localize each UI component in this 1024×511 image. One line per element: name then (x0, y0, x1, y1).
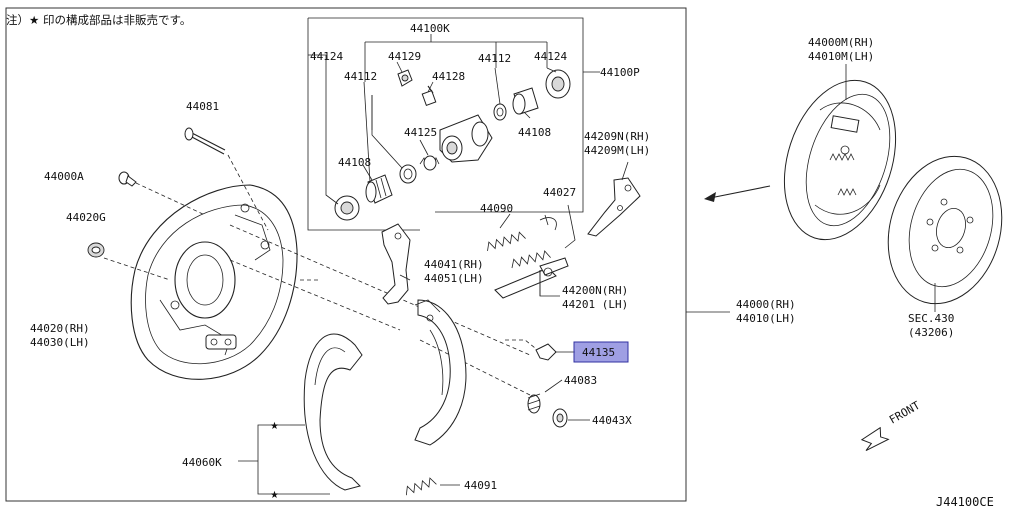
label-44108-right[interactable]: 44108 (518, 126, 551, 139)
cup-44112-left[interactable] (399, 164, 417, 184)
label-44010-lh[interactable]: 44010(LH) (736, 312, 796, 325)
brake-shoe-rear[interactable] (414, 299, 467, 446)
lever-44209N[interactable] (587, 177, 641, 237)
assembly-frame (5, 7, 687, 502)
non-sale-note: 注）★ 印の構成部品は非販売です。 (6, 13, 191, 27)
label-44200N-rh[interactable]: 44200N(RH) (562, 284, 628, 297)
label-44129[interactable]: 44129 (388, 50, 421, 63)
label-44000-rh[interactable]: 44000(RH) (736, 298, 796, 311)
bolt-44000A[interactable] (118, 171, 137, 187)
label-44091[interactable]: 44091 (464, 479, 497, 492)
front-label: FRONT (887, 399, 923, 427)
boot-44124-left[interactable] (334, 195, 360, 221)
strut-lever-44041[interactable] (381, 223, 411, 305)
label-44043X[interactable]: 44043X (592, 414, 632, 427)
label-44010M-lh[interactable]: 44010M(LH) (808, 50, 874, 63)
label-44027[interactable]: 44027 (543, 186, 576, 199)
label-44020-rh[interactable]: 44020(RH) (30, 322, 90, 335)
label-44000A[interactable]: 44000A (44, 170, 84, 183)
assembly-arrow-head (704, 192, 716, 202)
label-44090[interactable]: 44090 (480, 202, 513, 215)
spring-44083[interactable] (527, 393, 541, 414)
star-marker-bottom: ★ (270, 490, 279, 501)
spring-44091[interactable] (404, 477, 437, 496)
label-44209N-rh[interactable]: 44209N(RH) (584, 130, 650, 143)
plug-44020G[interactable] (87, 242, 105, 258)
label-44030-lh[interactable]: 44030(LH) (30, 336, 90, 349)
label-44000M-rh[interactable]: 44000M(RH) (808, 36, 874, 49)
label-44081[interactable]: 44081 (186, 100, 219, 113)
label-44124-left[interactable]: 44124 (310, 50, 343, 63)
adjuster-44200N[interactable] (494, 257, 569, 299)
piston-44108-right[interactable] (512, 87, 539, 115)
label-sec430[interactable]: SEC.430 (908, 312, 954, 325)
label-44083[interactable]: 44083 (564, 374, 597, 387)
piston-44108-left[interactable] (365, 174, 393, 204)
diagram-id: J44100CE (936, 495, 994, 509)
label-44135[interactable]: 44135 (582, 346, 615, 359)
front-arrow-icon (860, 426, 890, 452)
brake-assembly-44000M[interactable] (765, 66, 915, 254)
bolt-44081[interactable] (184, 127, 226, 155)
cup-44112-right[interactable] (493, 103, 507, 121)
label-44041-rh[interactable]: 44041(RH) (424, 258, 484, 271)
boot-44124-right[interactable] (545, 69, 571, 99)
bleeder-cap-44129[interactable] (397, 69, 413, 87)
bleeder-screw-44128[interactable] (421, 85, 437, 106)
label-44209M-lh[interactable]: 44209M(LH) (584, 144, 650, 157)
spring-44125[interactable] (419, 155, 440, 171)
backing-plate[interactable] (130, 184, 298, 380)
label-44100P[interactable]: 44100P (600, 66, 640, 79)
star-marker-top: ★ (270, 421, 279, 432)
washer-44043X[interactable] (552, 408, 568, 428)
spring-44090[interactable] (485, 213, 526, 251)
wheel-cylinder-kit-frame (307, 17, 584, 231)
brake-shoe-front[interactable] (303, 333, 363, 491)
label-44124-right[interactable]: 44124 (534, 50, 567, 63)
label-44051-lh[interactable]: 44051(LH) (424, 272, 484, 285)
brake-drum-sec430[interactable] (871, 143, 1018, 318)
label-44125[interactable]: 44125 (404, 126, 437, 139)
label-44060K[interactable]: 44060K (182, 456, 222, 469)
highlight-44135[interactable] (573, 341, 629, 363)
label-sec43206[interactable]: (43206) (908, 326, 954, 339)
retainer-44135[interactable] (535, 343, 557, 361)
label-44112-right[interactable]: 44112 (478, 52, 511, 65)
assembly-arrow (709, 185, 771, 199)
label-44201-lh[interactable]: 44201 (LH) (562, 298, 628, 311)
label-44128[interactable]: 44128 (432, 70, 465, 83)
label-44020G[interactable]: 44020G (66, 211, 106, 224)
label-44112-left[interactable]: 44112 (344, 70, 377, 83)
label-44100K[interactable]: 44100K (410, 22, 450, 35)
wheel-cylinder-body[interactable] (439, 114, 493, 163)
label-44108-left[interactable]: 44108 (338, 156, 371, 169)
spring-44027[interactable] (510, 204, 576, 269)
